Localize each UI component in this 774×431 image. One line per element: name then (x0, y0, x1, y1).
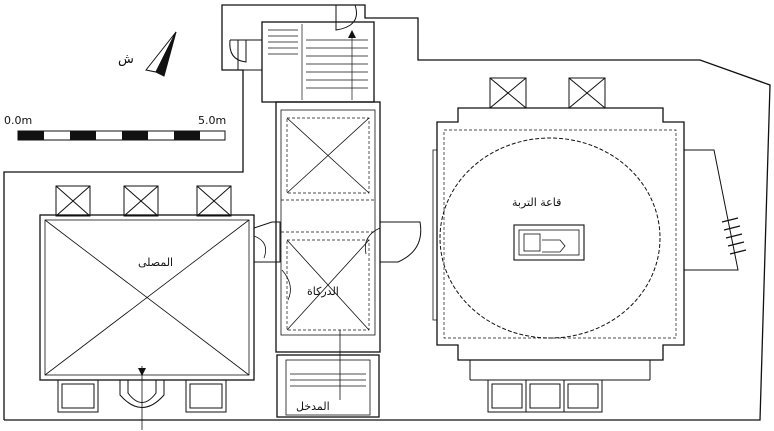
tomb-hall-label: قاعة التربة (512, 196, 562, 209)
corridor-outline (275, 101, 381, 353)
stair-block (261, 21, 375, 103)
prayer-hall-label: المصلى (138, 256, 174, 269)
tomb-hall-windows-top (489, 77, 606, 109)
prayer-hall-outline (39, 214, 255, 381)
north-arrow-icon (145, 31, 177, 77)
entrance-label: المدخل (296, 400, 330, 413)
scale-end-label: 5.0m (198, 114, 227, 127)
tomb-hall-dome (439, 137, 661, 339)
corridor-label: الدركاة (307, 285, 339, 298)
scale-bar (17, 130, 226, 141)
site-boundary (3, 4, 771, 421)
prayer-hall-windows-top (55, 185, 232, 217)
entrance-vestibule (276, 354, 380, 418)
north-label: ش (118, 52, 134, 67)
cenotaph (513, 224, 585, 261)
scale-start-label: 0.0m (4, 114, 33, 127)
tomb-hall-outline (436, 107, 685, 361)
tomb-hall-recesses-bottom (487, 379, 603, 413)
